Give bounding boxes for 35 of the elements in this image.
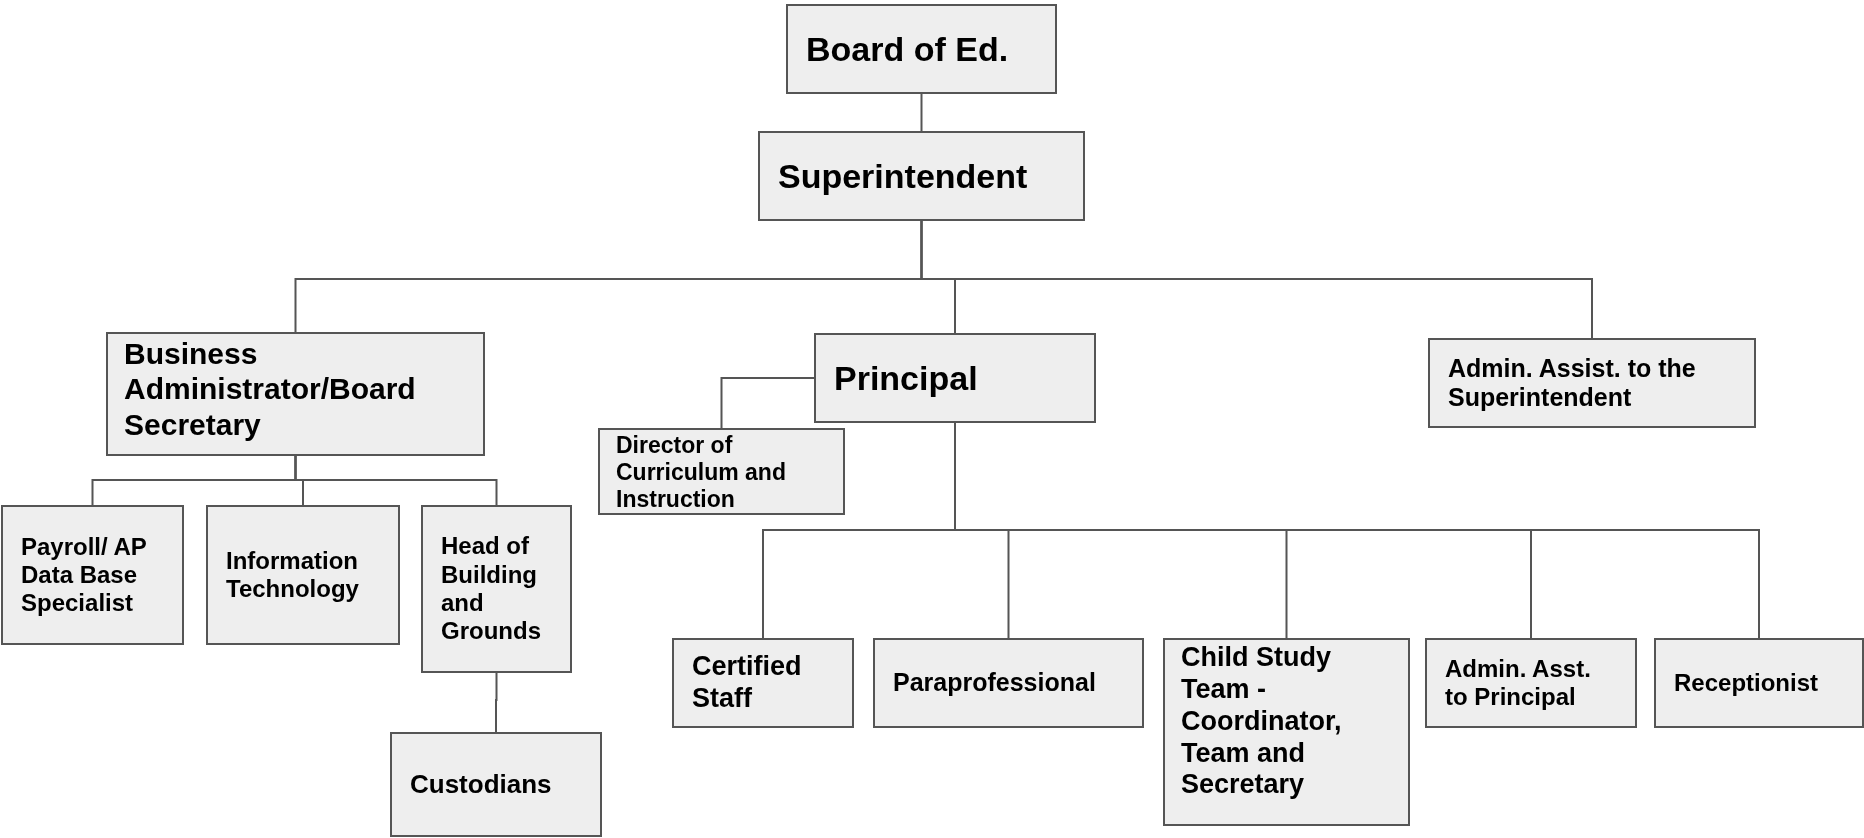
org-box — [206, 505, 400, 645]
org-box — [814, 333, 1096, 423]
role-title: Principal — [834, 357, 978, 399]
role-title: Head of Building and Grounds — [441, 532, 542, 646]
role-title: Receptionist — [1674, 668, 1819, 698]
role-title: Director of Curriculum and Instruction — [616, 432, 787, 514]
role-title: Admin. Assist. to the Superintendent — [1448, 353, 1697, 413]
role-title: Information Technology — [226, 546, 360, 604]
role-title: Admin. Asst. to Principal — [1445, 654, 1592, 712]
org-box — [1654, 638, 1864, 728]
connector-line — [294, 455, 498, 506]
org-box — [672, 638, 854, 728]
org-box — [758, 131, 1085, 221]
role-title: Certified Staff — [692, 651, 803, 715]
org-box — [1428, 338, 1756, 428]
connector-line — [920, 220, 1593, 339]
role-title: Child Study Team - Coordinator, Team and Secretary — [1181, 642, 1343, 802]
org-box — [786, 4, 1057, 94]
org-box — [1425, 638, 1637, 728]
connector-line — [920, 93, 923, 132]
role-title: Superintendent — [778, 155, 1028, 197]
role-title: Payroll/ AP Data Base Specialist — [21, 532, 148, 618]
org-box — [873, 638, 1144, 728]
org-box — [598, 428, 845, 515]
org-box — [106, 332, 485, 456]
org-box — [1163, 638, 1410, 826]
role-title: Business Administrator/Board Secretary — [124, 336, 417, 443]
org-box — [421, 505, 572, 673]
org-box — [1, 505, 184, 645]
org-box — [390, 732, 602, 837]
connector-line — [720, 377, 815, 429]
role-title: Custodians — [410, 769, 552, 800]
role-title: Paraprofessional — [893, 668, 1096, 698]
role-title: Board of Ed. — [806, 28, 1009, 70]
connector-line — [495, 672, 498, 733]
